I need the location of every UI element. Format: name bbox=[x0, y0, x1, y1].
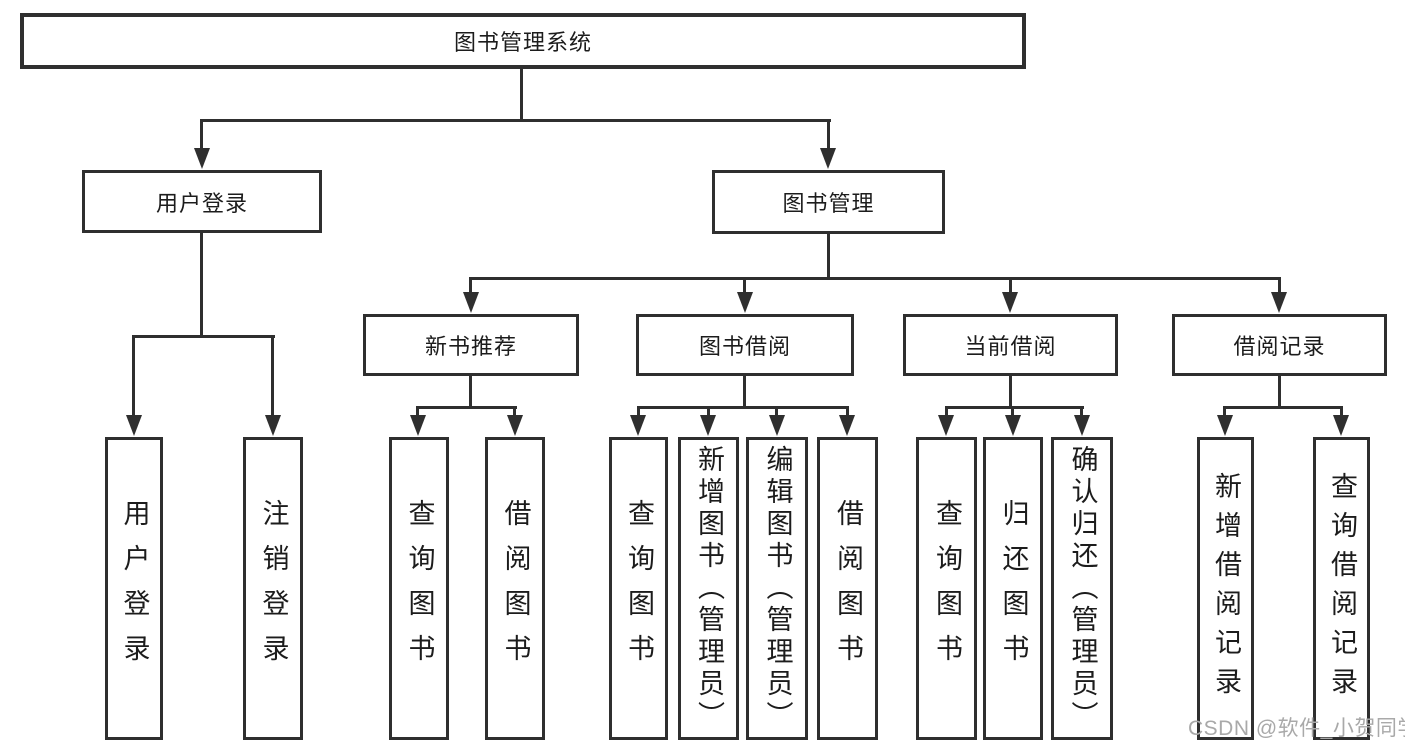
leaf-query-books-recommendation: 查询图书 bbox=[389, 437, 449, 740]
leaf-confirm-return-admin: 确认归还（管理员） bbox=[1051, 437, 1113, 740]
connector-line bbox=[945, 406, 1084, 409]
connector-arrowhead bbox=[1333, 415, 1349, 436]
connector-arrowhead bbox=[410, 415, 426, 436]
connector-line bbox=[416, 406, 419, 417]
connector-arrowhead bbox=[1271, 292, 1287, 313]
connector-line bbox=[827, 234, 830, 279]
leaf-query-books-borrowing: 查询图书 bbox=[609, 437, 668, 740]
node-current-borrowing: 当前借阅 bbox=[903, 314, 1118, 376]
connector-line bbox=[1009, 277, 1012, 295]
connector-line bbox=[1278, 376, 1281, 408]
connector-line bbox=[846, 406, 849, 417]
connector-line bbox=[271, 335, 274, 417]
connector-line bbox=[775, 406, 778, 417]
leaf-logout: 注销登录 bbox=[243, 437, 303, 740]
leaf-add-borrow-record: 新增借阅记录 bbox=[1197, 437, 1254, 740]
connector-arrowhead bbox=[769, 415, 785, 436]
connector-line bbox=[416, 406, 517, 409]
connector-arrowhead bbox=[126, 415, 142, 436]
connector-arrowhead bbox=[839, 415, 855, 436]
connector-arrowhead bbox=[1002, 292, 1018, 313]
connector-line bbox=[637, 406, 640, 417]
connector-arrowhead bbox=[630, 415, 646, 436]
leaf-query-borrow-record: 查询借阅记录 bbox=[1313, 437, 1370, 740]
connector-line bbox=[707, 406, 710, 417]
node-borrowing-records: 借阅记录 bbox=[1172, 314, 1387, 376]
node-new-book-recommendation: 新书推荐 bbox=[363, 314, 579, 376]
connector-arrowhead bbox=[820, 148, 836, 169]
connector-line bbox=[513, 406, 516, 417]
leaf-query-books-current: 查询图书 bbox=[916, 437, 977, 740]
connector-line bbox=[1011, 406, 1014, 417]
connector-arrowhead bbox=[737, 292, 753, 313]
connector-line bbox=[827, 119, 830, 150]
leaf-edit-book-admin: 编辑图书（管理员） bbox=[746, 437, 808, 740]
connector-line bbox=[132, 335, 275, 338]
connector-line bbox=[520, 69, 523, 121]
connector-line bbox=[945, 406, 948, 417]
connector-line bbox=[1080, 406, 1083, 417]
connector-line bbox=[469, 277, 1281, 280]
leaf-borrow-books-borrowing: 借阅图书 bbox=[817, 437, 878, 740]
connector-line bbox=[637, 406, 849, 409]
connector-arrowhead bbox=[938, 415, 954, 436]
leaf-user-login: 用户登录 bbox=[105, 437, 163, 740]
csdn-watermark: CSDN @软件_小贺同学 bbox=[1188, 717, 1405, 740]
connector-line bbox=[1009, 376, 1012, 408]
connector-line bbox=[469, 376, 472, 408]
connector-arrowhead bbox=[507, 415, 523, 436]
node-library-management-system: 图书管理系统 bbox=[20, 13, 1026, 69]
connector-line bbox=[132, 335, 135, 417]
node-user-login: 用户登录 bbox=[82, 170, 322, 233]
leaf-return-book: 归还图书 bbox=[983, 437, 1043, 740]
connector-arrowhead bbox=[194, 148, 210, 169]
connector-line bbox=[1278, 277, 1281, 295]
connector-arrowhead bbox=[1217, 415, 1233, 436]
connector-line bbox=[743, 376, 746, 408]
connector-line bbox=[200, 233, 203, 337]
connector-line bbox=[469, 277, 472, 295]
connector-line bbox=[200, 119, 831, 122]
connector-line bbox=[1340, 406, 1343, 417]
node-book-management: 图书管理 bbox=[712, 170, 945, 234]
connector-arrowhead bbox=[1005, 415, 1021, 436]
connector-arrowhead bbox=[1074, 415, 1090, 436]
connector-line bbox=[200, 119, 203, 150]
connector-arrowhead bbox=[700, 415, 716, 436]
leaf-borrow-books-recommendation: 借阅图书 bbox=[485, 437, 545, 740]
connector-line bbox=[1224, 406, 1343, 409]
connector-arrowhead bbox=[265, 415, 281, 436]
connector-line bbox=[743, 277, 746, 295]
leaf-add-book-admin: 新增图书（管理员） bbox=[678, 437, 739, 740]
connector-arrowhead bbox=[463, 292, 479, 313]
connector-line bbox=[1223, 406, 1226, 417]
node-book-borrowing: 图书借阅 bbox=[636, 314, 854, 376]
